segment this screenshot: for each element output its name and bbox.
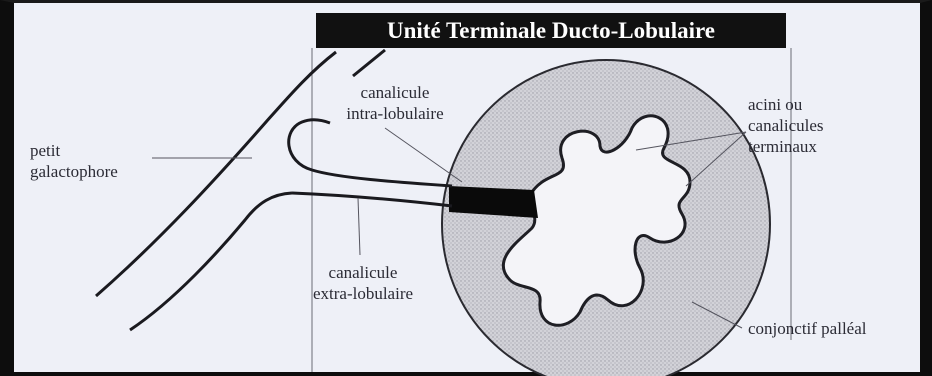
diagram-title: Unité Terminale Ducto-Lobulaire	[387, 18, 715, 44]
galactophore-wall-upper	[96, 52, 336, 296]
leader-canalicule-extra	[358, 198, 360, 255]
label-acini: acini ou canalicules terminaux	[748, 94, 824, 157]
label-line: intra-lobulaire	[330, 103, 460, 124]
canalicule-extra-duct	[292, 193, 452, 206]
label-conjonctif-palleal: conjonctif palléal	[748, 318, 866, 339]
label-line: canalicules	[748, 115, 824, 136]
label-line: galactophore	[30, 161, 118, 182]
galactophore-wall-lower	[130, 193, 292, 330]
label-line: canalicule	[298, 262, 428, 283]
label-line: terminaux	[748, 136, 824, 157]
label-canalicule-intra: canalicule intra-lobulaire	[330, 82, 460, 124]
canalicule-loop	[289, 120, 452, 186]
label-line: acini ou	[748, 94, 824, 115]
label-line: canalicule	[330, 82, 460, 103]
title-banner: Unité Terminale Ducto-Lobulaire	[316, 13, 786, 48]
label-line: petit	[30, 140, 118, 161]
label-canalicule-extra: canalicule extra-lobulaire	[298, 262, 428, 304]
label-petit-galactophore: petit galactophore	[30, 140, 118, 182]
label-line: extra-lobulaire	[298, 283, 428, 304]
galactophore-wall-upper-end	[353, 50, 385, 76]
leader-canalicule-intra	[385, 128, 462, 182]
